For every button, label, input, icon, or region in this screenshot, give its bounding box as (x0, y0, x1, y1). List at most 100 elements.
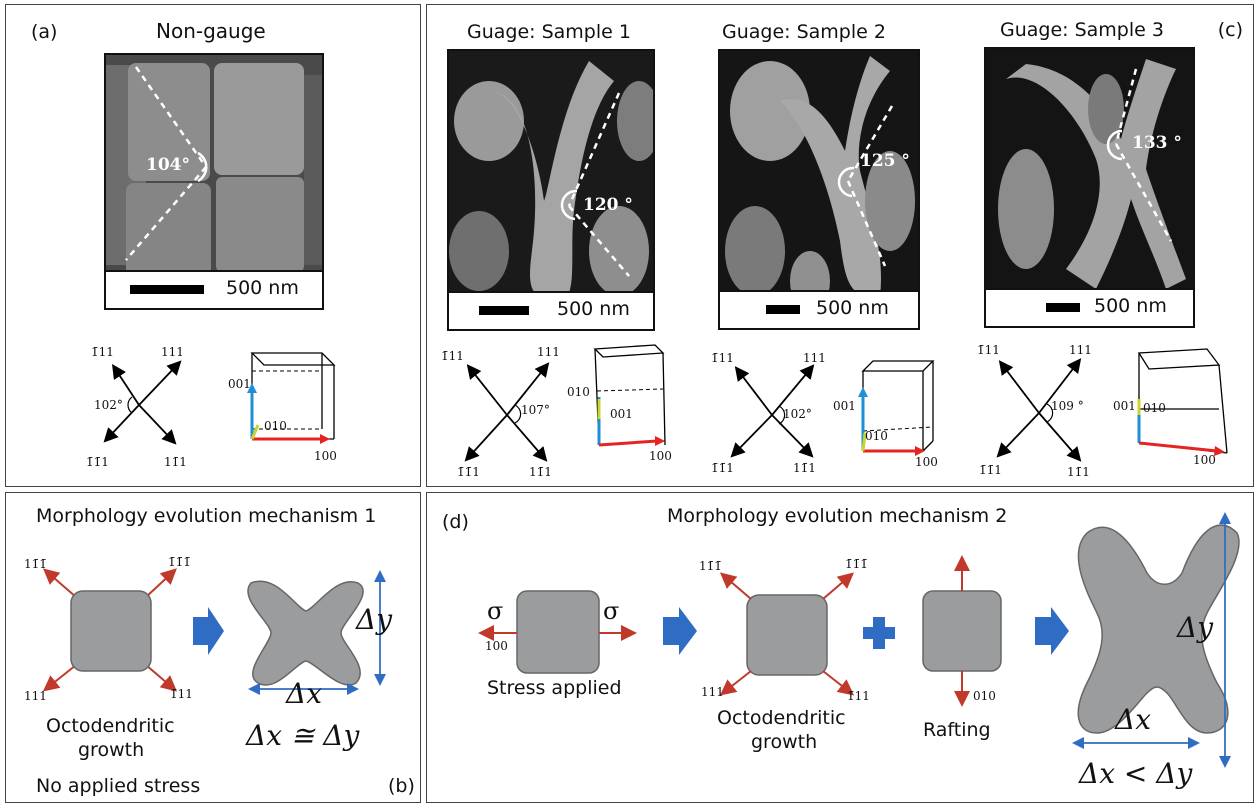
sem-image-non-gauge: 104° 500 nm (104, 53, 324, 310)
crystal-cube (247, 352, 336, 444)
scale-bar-line (479, 306, 529, 315)
dir-label-s3-tl: 1̄11 (977, 343, 1000, 357)
crystal-cube-s1 (593, 344, 666, 447)
dir-label-br: 1̄11 (170, 687, 193, 701)
panel-d-label: (d) (442, 511, 469, 533)
mechanism2-diagram (478, 512, 1240, 768)
dx-label: Δx (286, 677, 323, 710)
direction-cross-s3 (996, 358, 1082, 462)
panel-a-label: (a) (31, 21, 58, 43)
dy-label: Δy (1177, 611, 1214, 644)
stress-dir: 100 (485, 639, 508, 653)
dir-angle: 102° (94, 398, 123, 412)
crystal-cube-s2 (858, 360, 935, 456)
panel-c: (c) Guage: Sample 1 120 ° 500 nm Guage: … (426, 4, 1254, 487)
growth-line2: growth (751, 731, 818, 753)
scale-bar-line (766, 305, 800, 314)
dir-label-br: 11̄1 (164, 455, 187, 469)
panel-a: (a) Non-gauge 104° 500 nm (5, 4, 421, 487)
axis-s1-1: 001 (610, 407, 633, 421)
dir-label-tl: 1̄11 (91, 345, 114, 359)
dir-label-s2-bl: 1̄1̄1 (711, 461, 734, 475)
dy-label: Δy (356, 603, 393, 636)
angle-label: 133 ° (1132, 133, 1182, 153)
direction-cross-s1 (464, 362, 550, 462)
scale-bar-label: 500 nm (816, 297, 889, 319)
dir-label-s2-tr: 111 (803, 351, 826, 365)
dir-label-s1-br: 11̄1 (529, 465, 552, 479)
axis-s1-0: 010 (567, 385, 590, 399)
dir-label-s3-bl: 1̄1̄1 (979, 463, 1002, 477)
panel-b: Morphology evolution mechanism 1 11̄1̄ 1… (5, 492, 421, 803)
dir-label-s1-bl: 1̄1̄1 (457, 465, 480, 479)
dir-label-br: 1̄11 (847, 689, 870, 703)
dir-label-bl: 1̄1̄1 (86, 455, 109, 469)
caption-line1: Octodendritic (46, 715, 175, 737)
axis-s2-1: 010 (865, 429, 888, 443)
dir-label-bl: 111 (701, 685, 724, 699)
raft-caption: Rafting (923, 719, 991, 741)
angle-overlay (560, 92, 630, 277)
dir-angle-s1: 107° (521, 403, 550, 417)
dir-label-s2-br: 11̄1 (793, 461, 816, 475)
axis-s2-2: 100 (915, 455, 938, 469)
raft-dir: 010 (973, 689, 996, 703)
scale-bar-label: 500 nm (226, 277, 299, 299)
caption-line2: growth (78, 739, 145, 761)
sem-micrograph (986, 49, 1193, 326)
sigma-left: σ (487, 597, 504, 625)
sample-direction-diagrams (464, 344, 1228, 462)
panel-a-title: Non-gauge (156, 19, 266, 43)
scale-bar: 500 nm (449, 291, 653, 329)
dir-label-tr: 1̄1̄1̄ (168, 555, 191, 569)
dir-label-s3-tr: 111 (1069, 343, 1092, 357)
axis-s3-1: 010 (1143, 401, 1166, 415)
sem-micrograph (720, 51, 918, 328)
scale-bar-label: 500 nm (1094, 295, 1167, 317)
angle-label: 104° (146, 155, 190, 175)
scale-bar-label: 500 nm (557, 298, 630, 320)
direction-cross-s2 (730, 364, 815, 458)
panel-b-title: Morphology evolution mechanism 1 (36, 505, 377, 527)
dir-label-tr: 1̄1̄1̄ (845, 557, 868, 571)
dir-angle-s3: 109 ° (1051, 399, 1084, 413)
scale-bar: 500 nm (986, 288, 1193, 326)
panel-b-label: (b) (388, 775, 415, 797)
dir-label-bl: 111 (24, 689, 47, 703)
panel-d: (d) Morphology evolution mechanism 2 σ σ… (426, 492, 1254, 803)
dir-label-tl: 11̄1̄ (24, 557, 47, 571)
axis-s2-0: 001 (833, 399, 856, 413)
stress-caption: Stress applied (487, 677, 622, 699)
dir-label-s1-tl: 1̄11 (441, 349, 464, 363)
dir-label-s3-br: 11̄1 (1067, 465, 1090, 479)
sample1-title: Guage: Sample 1 (467, 21, 631, 43)
dir-label-s2-tl: 1̄11 (711, 351, 734, 365)
sem-micrograph (106, 55, 322, 308)
sigma-right: σ (603, 597, 620, 625)
sem-image-sample3: 133 ° 500 nm (984, 47, 1195, 328)
axis-s3-0: 001 (1113, 399, 1136, 413)
dir-angle-s2: 102° (783, 407, 812, 421)
scale-bar-line (1046, 303, 1080, 312)
dir-label-tr: 111 (161, 345, 184, 359)
panel-c-label: (c) (1217, 19, 1243, 41)
axis-100: 100 (314, 449, 337, 463)
sem-image-sample2: 125 ° 500 nm (718, 49, 920, 330)
panel-d-title: Morphology evolution mechanism 2 (667, 505, 1008, 527)
scale-bar: 500 nm (720, 290, 918, 328)
axis-001: 001 (228, 377, 251, 391)
scale-bar: 500 nm (106, 270, 322, 308)
angle-overlay (1106, 68, 1173, 242)
angle-label: 125 ° (860, 151, 910, 171)
growth-line1: Octodendritic (717, 707, 846, 729)
sample2-title: Guage: Sample 2 (722, 21, 886, 43)
sem-micrograph (449, 51, 653, 329)
angle-label: 120 ° (583, 195, 633, 215)
axis-s1-2: 100 (649, 449, 672, 463)
sem-image-sample1: 120 ° 500 nm (447, 49, 655, 331)
dx-label: Δx (1115, 703, 1152, 736)
crystal-cube-s3 (1137, 348, 1228, 456)
dir-label-s1-tr: 111 (537, 345, 560, 359)
scale-bar-line (130, 285, 204, 294)
relation-label: Δx < Δy (1079, 757, 1193, 790)
